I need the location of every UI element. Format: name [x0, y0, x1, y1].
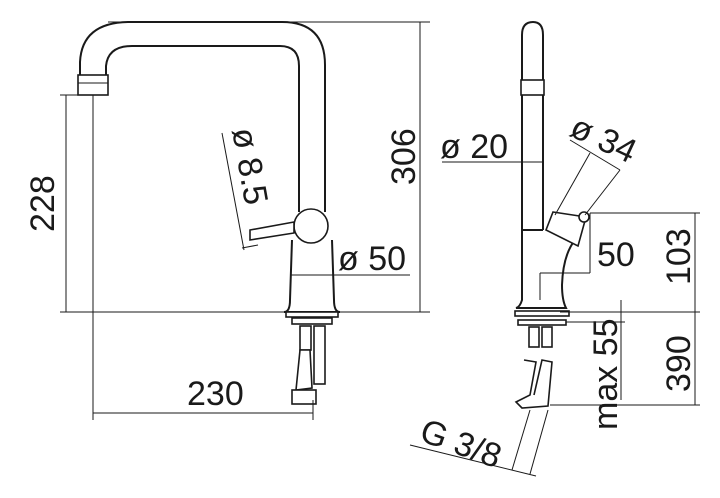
side-view: ø 20 ø 34 50 103 390 max 55 G 3/8 — [409, 20, 700, 477]
side-handle — [544, 211, 588, 248]
handle-height-label: 103 — [660, 228, 698, 285]
side-hose-connectors — [514, 359, 553, 409]
max-deck-thickness-label: max 55 — [587, 319, 625, 431]
lever-diameter-label: ø 8.5 — [224, 125, 275, 208]
reach-label: 230 — [187, 375, 244, 413]
height-total-label: 306 — [385, 128, 423, 185]
handle-diameter-label: ø 50 — [338, 240, 406, 278]
spout-inner — [105, 45, 300, 212]
handle-offset-label: 50 — [597, 236, 635, 274]
side-handle-diameter-label: ø 34 — [565, 108, 643, 171]
lever — [249, 221, 295, 241]
hose-connector — [295, 349, 313, 391]
spout-nozzle — [77, 74, 109, 96]
hose-length-label: 390 — [660, 335, 698, 392]
spout-height-label: 228 — [24, 175, 62, 232]
fitting — [299, 325, 312, 351]
handle — [293, 208, 329, 244]
faucet-body — [283, 239, 341, 313]
side-body — [515, 230, 576, 309]
front-view: 306 228 230 ø 50 ø 8.5 — [24, 21, 430, 420]
spout-outer — [79, 21, 326, 212]
tube — [521, 20, 544, 230]
connection-label: G 3/8 — [415, 412, 506, 476]
tube-diameter-label: ø 20 — [440, 128, 508, 166]
